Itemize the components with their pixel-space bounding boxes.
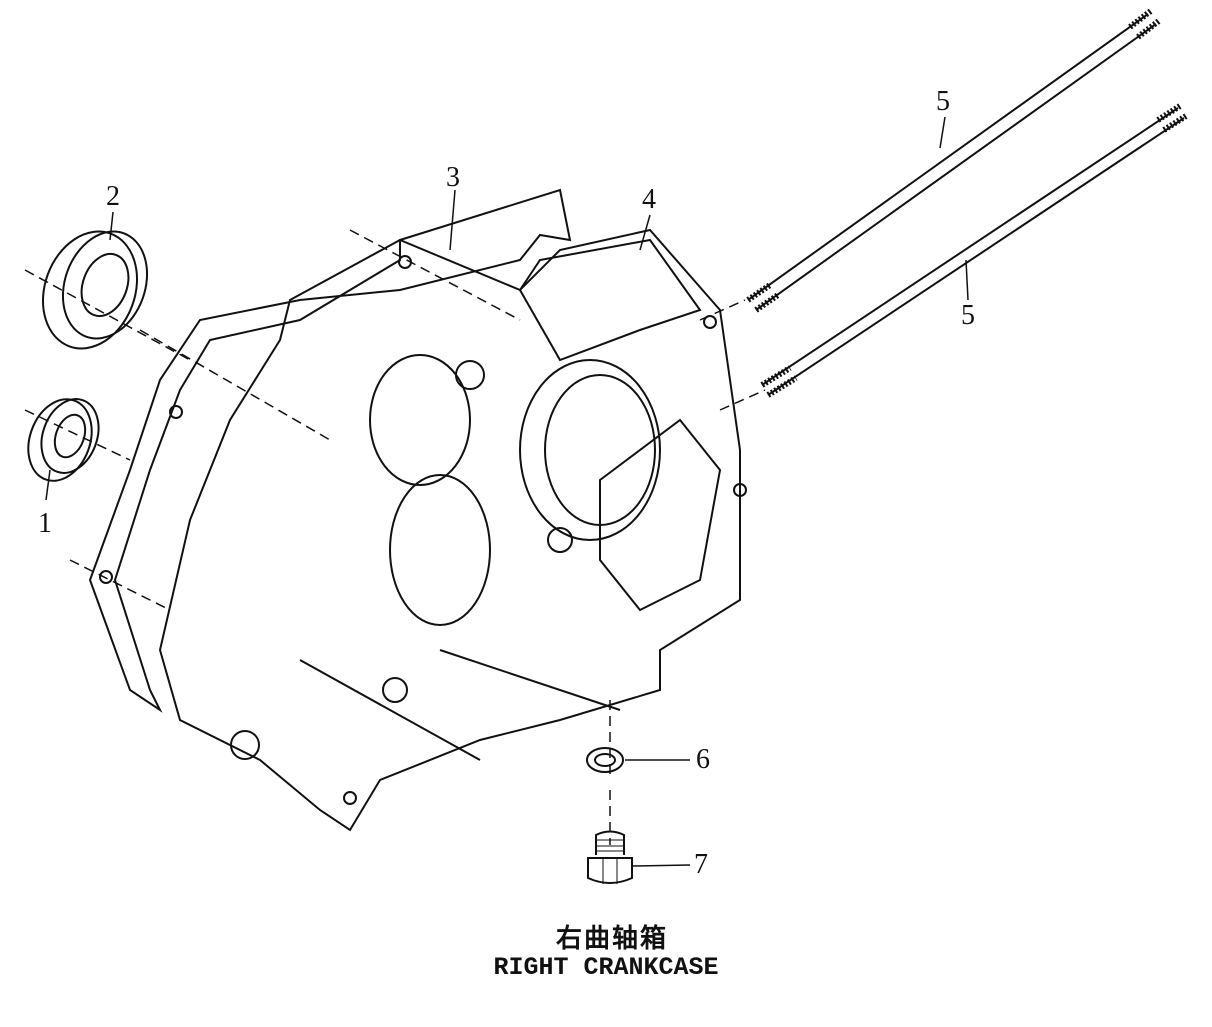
callout-label-5b: 5 bbox=[961, 300, 975, 331]
callout-label-5a: 5 bbox=[936, 86, 950, 117]
diagram-title-chinese: 右曲轴箱 bbox=[555, 924, 668, 954]
alignment-lines bbox=[24, 229, 766, 845]
right-crankcase bbox=[99, 228, 747, 832]
small-bearing bbox=[27, 398, 100, 482]
callout-label-6: 6 bbox=[696, 744, 710, 775]
large-bearing bbox=[41, 230, 149, 350]
callout-leaders bbox=[45, 116, 969, 867]
callout-label-3: 3 bbox=[446, 162, 460, 193]
callout-label-7: 7 bbox=[694, 849, 708, 880]
callout-label-2: 2 bbox=[106, 181, 120, 212]
diagram-title-english: RIGHT CRANKCASE bbox=[493, 953, 719, 982]
callout-label-1: 1 bbox=[38, 508, 52, 539]
stud-bolt-lower bbox=[760, 103, 1188, 398]
drain-bolt bbox=[587, 830, 633, 884]
gasket bbox=[88, 188, 572, 713]
callout-label-4: 4 bbox=[642, 184, 656, 215]
stud-bolt-upper bbox=[746, 7, 1162, 313]
washer bbox=[586, 747, 624, 773]
